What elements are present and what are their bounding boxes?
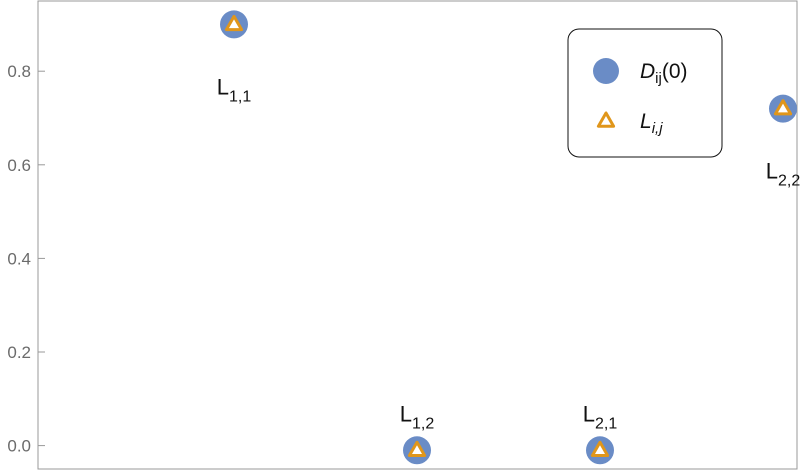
legend-label-2: Li,j <box>640 110 663 137</box>
y-tick-label: 0.4 <box>7 249 31 268</box>
point-label-1-2: L1,2 <box>400 401 435 432</box>
y-tick-label: 0.0 <box>7 437 31 456</box>
point-labels: L1,1L1,2 L2,1 L2,2 <box>217 74 800 432</box>
point-l-ij-triangle <box>773 99 793 116</box>
point-l-ij-triangle <box>590 440 610 457</box>
point-label-2-2: L2,2 <box>766 159 800 190</box>
legend: Dij(0) Li,j <box>567 28 723 158</box>
legend-box <box>567 28 723 158</box>
plot-frame <box>37 0 798 470</box>
y-tick-label: 0.6 <box>7 156 31 175</box>
y-tick-label: 0.2 <box>7 343 31 362</box>
legend-l-ij-marker <box>596 111 616 128</box>
point-l-ij-triangle <box>407 440 427 457</box>
data-points <box>220 10 797 465</box>
y-tick-label: 0.8 <box>7 62 31 81</box>
y-axis: 0.0 0.2 0.4 0.6 0.8 <box>7 62 45 456</box>
legend-d-ij-marker <box>593 58 619 84</box>
point-label-1-1: L1,1 <box>217 74 252 105</box>
point-l-ij-triangle <box>224 14 244 32</box>
legend-label-1: Dij(0) <box>640 60 688 87</box>
point-label-2-1: L2,1 <box>583 401 618 432</box>
